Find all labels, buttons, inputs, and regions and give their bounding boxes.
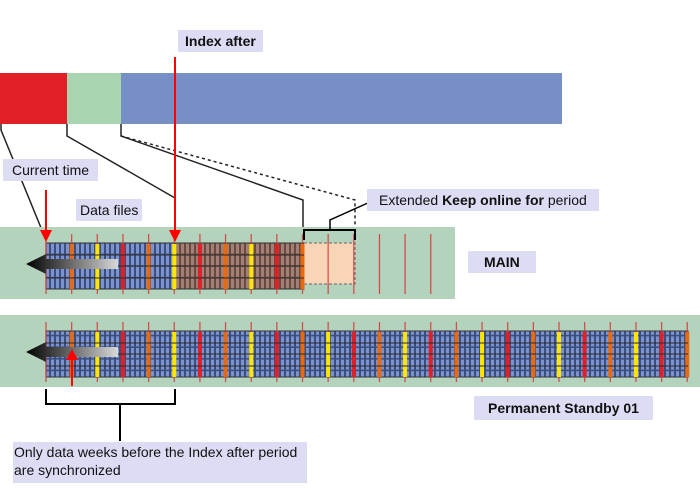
extended-period-box	[303, 242, 356, 285]
index-after-label: Index after	[178, 30, 263, 52]
main-direction-arrow	[26, 254, 118, 274]
extended-prefix: Extended	[379, 192, 443, 208]
sync-bracket	[45, 389, 176, 405]
timeline-bar	[0, 73, 562, 124]
connector-current	[0, 124, 47, 241]
standby-row-lines	[46, 342, 688, 367]
extended-period-label: Extended Keep online for period	[367, 189, 599, 211]
main-label: MAIN	[468, 251, 536, 273]
timeline-archive-segment	[121, 73, 562, 124]
current-time-label: Current time	[3, 159, 99, 181]
standby-sync-marker	[66, 349, 78, 386]
connector-keep-online-start	[66, 124, 176, 199]
data-files-label: Data files	[76, 199, 143, 221]
extended-callout-line	[329, 201, 371, 230]
connector-lines	[0, 124, 356, 242]
timeline-keep-online-segment	[67, 73, 121, 124]
index-after-marker	[169, 57, 181, 242]
connector-keep-online-end	[120, 124, 304, 238]
timeline-current-segment	[0, 73, 67, 124]
extended-bold: Keep online for	[442, 192, 544, 208]
connector-extended-dashed	[120, 135, 356, 242]
current-time-marker	[40, 190, 52, 242]
standby-label: Permanent Standby 01	[474, 396, 653, 420]
sync-note: Only data weeks before the Index after p…	[13, 442, 307, 483]
extended-suffix: period	[543, 192, 587, 208]
